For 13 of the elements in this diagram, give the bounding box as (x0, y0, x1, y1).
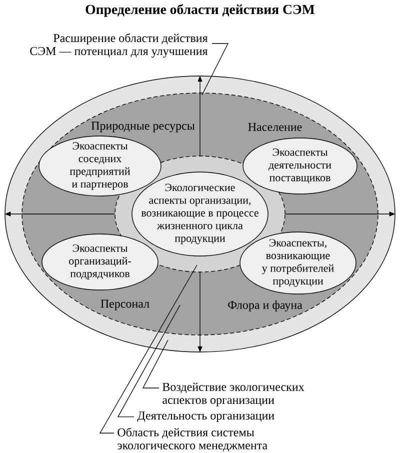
leader-line (142, 340, 168, 388)
zone-label: Природные ресурсы (91, 122, 195, 132)
annotation-text: Деятельность организации (137, 412, 274, 422)
annotation-text: Расширение области действия СЭМ — потенциал для улучшения (30, 33, 208, 58)
leader-line (99, 264, 198, 434)
zone-label: Население (248, 123, 302, 131)
annotation-text: Область действия системы экологического менеджмента (118, 428, 268, 452)
leader-line (202, 43, 229, 96)
zone-label: Флора и фауна (228, 300, 302, 312)
leader-line (117, 304, 180, 418)
zone-label: Персонал (100, 300, 150, 310)
annotation-text: Воздействие экологических аспектов организации (162, 382, 304, 406)
title: Определение области действия СЭМ (86, 4, 314, 17)
